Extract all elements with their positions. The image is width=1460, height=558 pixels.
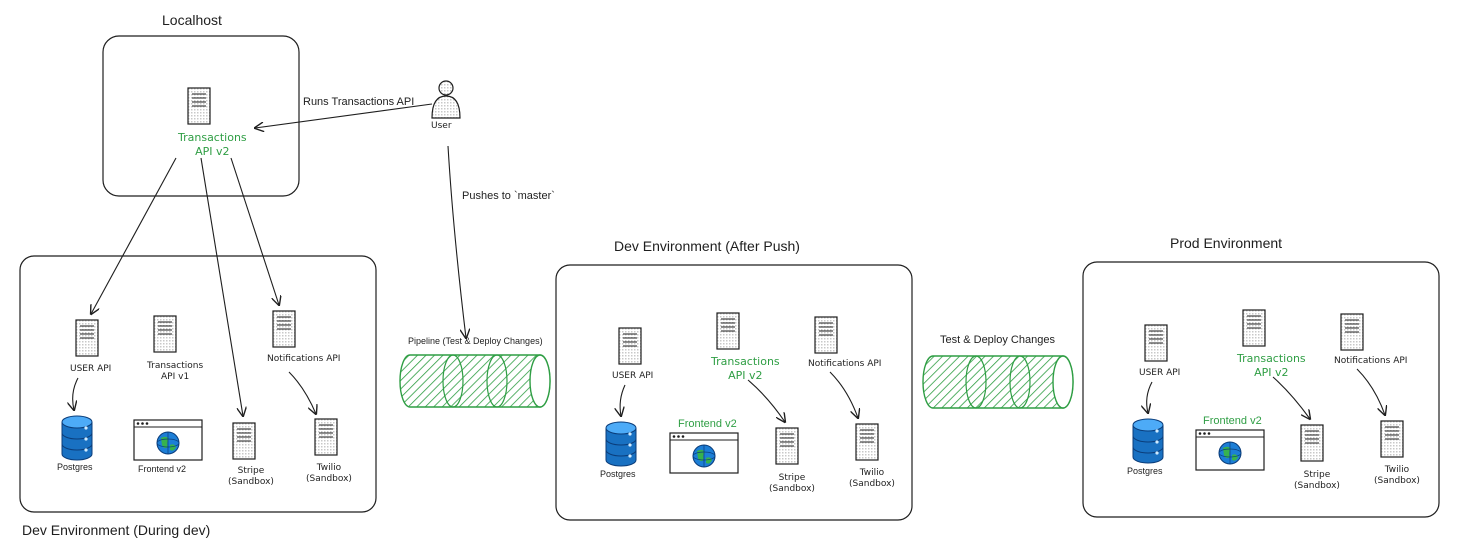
arrow-user-to-localhost — [255, 103, 433, 128]
arrow-da-user-api-to-postgres — [620, 384, 626, 416]
dev-after-postgres-icon — [605, 421, 637, 467]
prod-twilio-server-icon — [1380, 420, 1404, 458]
da-transactions-label: Transactions API v2 — [711, 355, 780, 382]
dev-during-user-api-server-icon — [75, 319, 99, 357]
dd-notifications-label: Notifications API — [267, 354, 341, 364]
arrow-localhost-to-notifications — [230, 157, 279, 305]
dev-after-frontend-icon — [669, 432, 739, 474]
da-frontend-label: Frontend v2 — [678, 418, 737, 430]
arrow-dd-notifications-to-twilio — [288, 371, 316, 414]
da-postgres-label: Postgres — [600, 469, 636, 479]
dev-during-box — [19, 255, 377, 513]
da-user-api-label: USER API — [612, 371, 654, 381]
prod-twilio-label: Twilio (Sandbox) — [1374, 465, 1420, 487]
localhost-transactions-label: Transactions API v2 — [178, 131, 247, 158]
arrow-da-transactions-to-stripe — [747, 379, 785, 422]
dev-during-twilio-server-icon — [314, 418, 338, 456]
prod-user-api-label: USER API — [1139, 368, 1181, 378]
da-stripe-label: Stripe (Sandbox) — [769, 473, 815, 495]
pipeline-second-cylinder — [922, 355, 1074, 409]
prod-frontend-label: Frontend v2 — [1203, 415, 1262, 427]
prod-box — [1082, 261, 1440, 518]
dd-postgres-label: Postgres — [57, 462, 93, 472]
dd-stripe-label: Stripe (Sandbox) — [228, 466, 274, 488]
arrow-dd-user-api-to-postgres — [73, 377, 79, 410]
pipeline-first-cylinder — [399, 354, 551, 408]
prod-postgres-icon — [1132, 418, 1164, 464]
dev-during-transactions-server-icon — [153, 315, 177, 353]
dev-during-notifications-server-icon — [272, 310, 296, 348]
arrow-da-notifications-to-twilio — [829, 371, 858, 418]
arrow-user-to-pipeline — [447, 145, 466, 338]
prod-stripe-server-icon — [1300, 424, 1324, 462]
dev-during-stripe-server-icon — [232, 422, 256, 460]
runs-arrow-label: Runs Transactions API — [303, 96, 415, 108]
prod-notifications-label: Notifications API — [1334, 356, 1408, 366]
dd-frontend-label: Frontend v2 — [138, 464, 187, 474]
localhost-title: Localhost — [162, 12, 222, 28]
da-notifications-label: Notifications API — [808, 359, 882, 369]
dev-after-box — [555, 264, 913, 521]
dev-after-stripe-server-icon — [775, 427, 799, 465]
prod-title: Prod Environment — [1170, 235, 1283, 251]
localhost-transactions-server-icon — [187, 87, 211, 125]
pipeline-first-label: Pipeline (Test & Deploy Changes) — [408, 336, 543, 346]
dev-during-title: Dev Environment (During dev) — [22, 522, 211, 538]
dev-during-postgres-icon — [61, 415, 93, 461]
arrow-localhost-to-user-api — [91, 157, 177, 314]
localhost-box — [102, 35, 300, 197]
prod-notifications-server-icon — [1340, 313, 1364, 351]
dd-twilio-label: Twilio (Sandbox) — [306, 463, 352, 485]
prod-postgres-label: Postgres — [1127, 466, 1163, 476]
prod-transactions-label: Transactions API v2 — [1237, 352, 1306, 379]
arrow-prod-transactions-to-stripe — [1272, 376, 1310, 419]
user-label: User — [431, 121, 452, 131]
da-twilio-label: Twilio (Sandbox) — [849, 468, 895, 490]
prod-stripe-label: Stripe (Sandbox) — [1294, 470, 1340, 492]
dd-user-api-label: USER API — [70, 364, 112, 374]
prod-user-api-server-icon — [1144, 324, 1168, 362]
dev-after-user-api-server-icon — [618, 327, 642, 365]
arrow-localhost-to-stripe — [200, 157, 243, 416]
dev-after-twilio-server-icon — [855, 423, 879, 461]
arrow-prod-notifications-to-twilio — [1356, 368, 1385, 415]
arrow-prod-user-api-to-postgres — [1147, 381, 1153, 413]
dev-after-notifications-server-icon — [814, 316, 838, 354]
pushes-arrow-label: Pushes to `master` — [462, 190, 555, 202]
user-icon — [431, 80, 461, 119]
prod-transactions-server-icon — [1242, 309, 1266, 347]
prod-frontend-icon — [1195, 429, 1265, 471]
dev-during-frontend-icon — [133, 419, 203, 461]
dev-after-transactions-server-icon — [716, 312, 740, 350]
dd-transactions-label: Transactions API v1 — [147, 361, 204, 383]
pipeline-second-label: Test & Deploy Changes — [940, 334, 1055, 346]
dev-after-title: Dev Environment (After Push) — [614, 238, 800, 254]
